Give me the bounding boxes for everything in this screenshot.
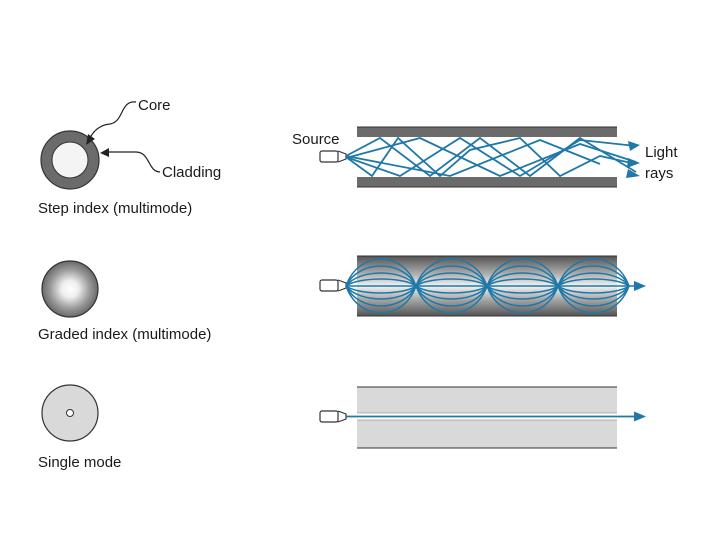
source-label: Source (292, 131, 340, 148)
step-index-rays (345, 136, 637, 178)
single-mode-section: Single mode (38, 384, 646, 471)
single-mode-fiber (357, 386, 617, 449)
light-source-icon-graded (319, 279, 347, 292)
light-rays-label-line1: Light (645, 144, 678, 161)
cladding-callout-line (108, 151, 161, 173)
ring-icon (40, 130, 100, 190)
core-callout-arrowhead (86, 134, 95, 145)
step-index-section: Core Cladding Step index (multimode) Sou… (38, 97, 678, 217)
light-rays-label-line2: rays (645, 165, 673, 182)
light-source-icon-single (319, 410, 347, 423)
core-label: Core (138, 97, 171, 114)
cladding-label: Cladding (162, 164, 221, 181)
single-mode-ray-arrowhead (634, 411, 646, 422)
core-callout-line (89, 101, 137, 139)
radial-gradient-disc-icon (41, 260, 99, 318)
graded-index-section: Graded index (multimode) (38, 255, 646, 343)
disc-with-small-core-icon (41, 384, 99, 442)
cladding-callout-arrowhead (100, 148, 109, 157)
light-source-icon (319, 150, 347, 163)
step-index-ray-arrowheads (626, 141, 640, 178)
graded-ray-arrowhead (634, 281, 646, 291)
single-mode-caption: Single mode (38, 454, 121, 471)
graded-index-caption: Graded index (multimode) (38, 326, 211, 343)
step-index-caption: Step index (multimode) (38, 200, 192, 217)
step-index-fiber (357, 126, 617, 188)
